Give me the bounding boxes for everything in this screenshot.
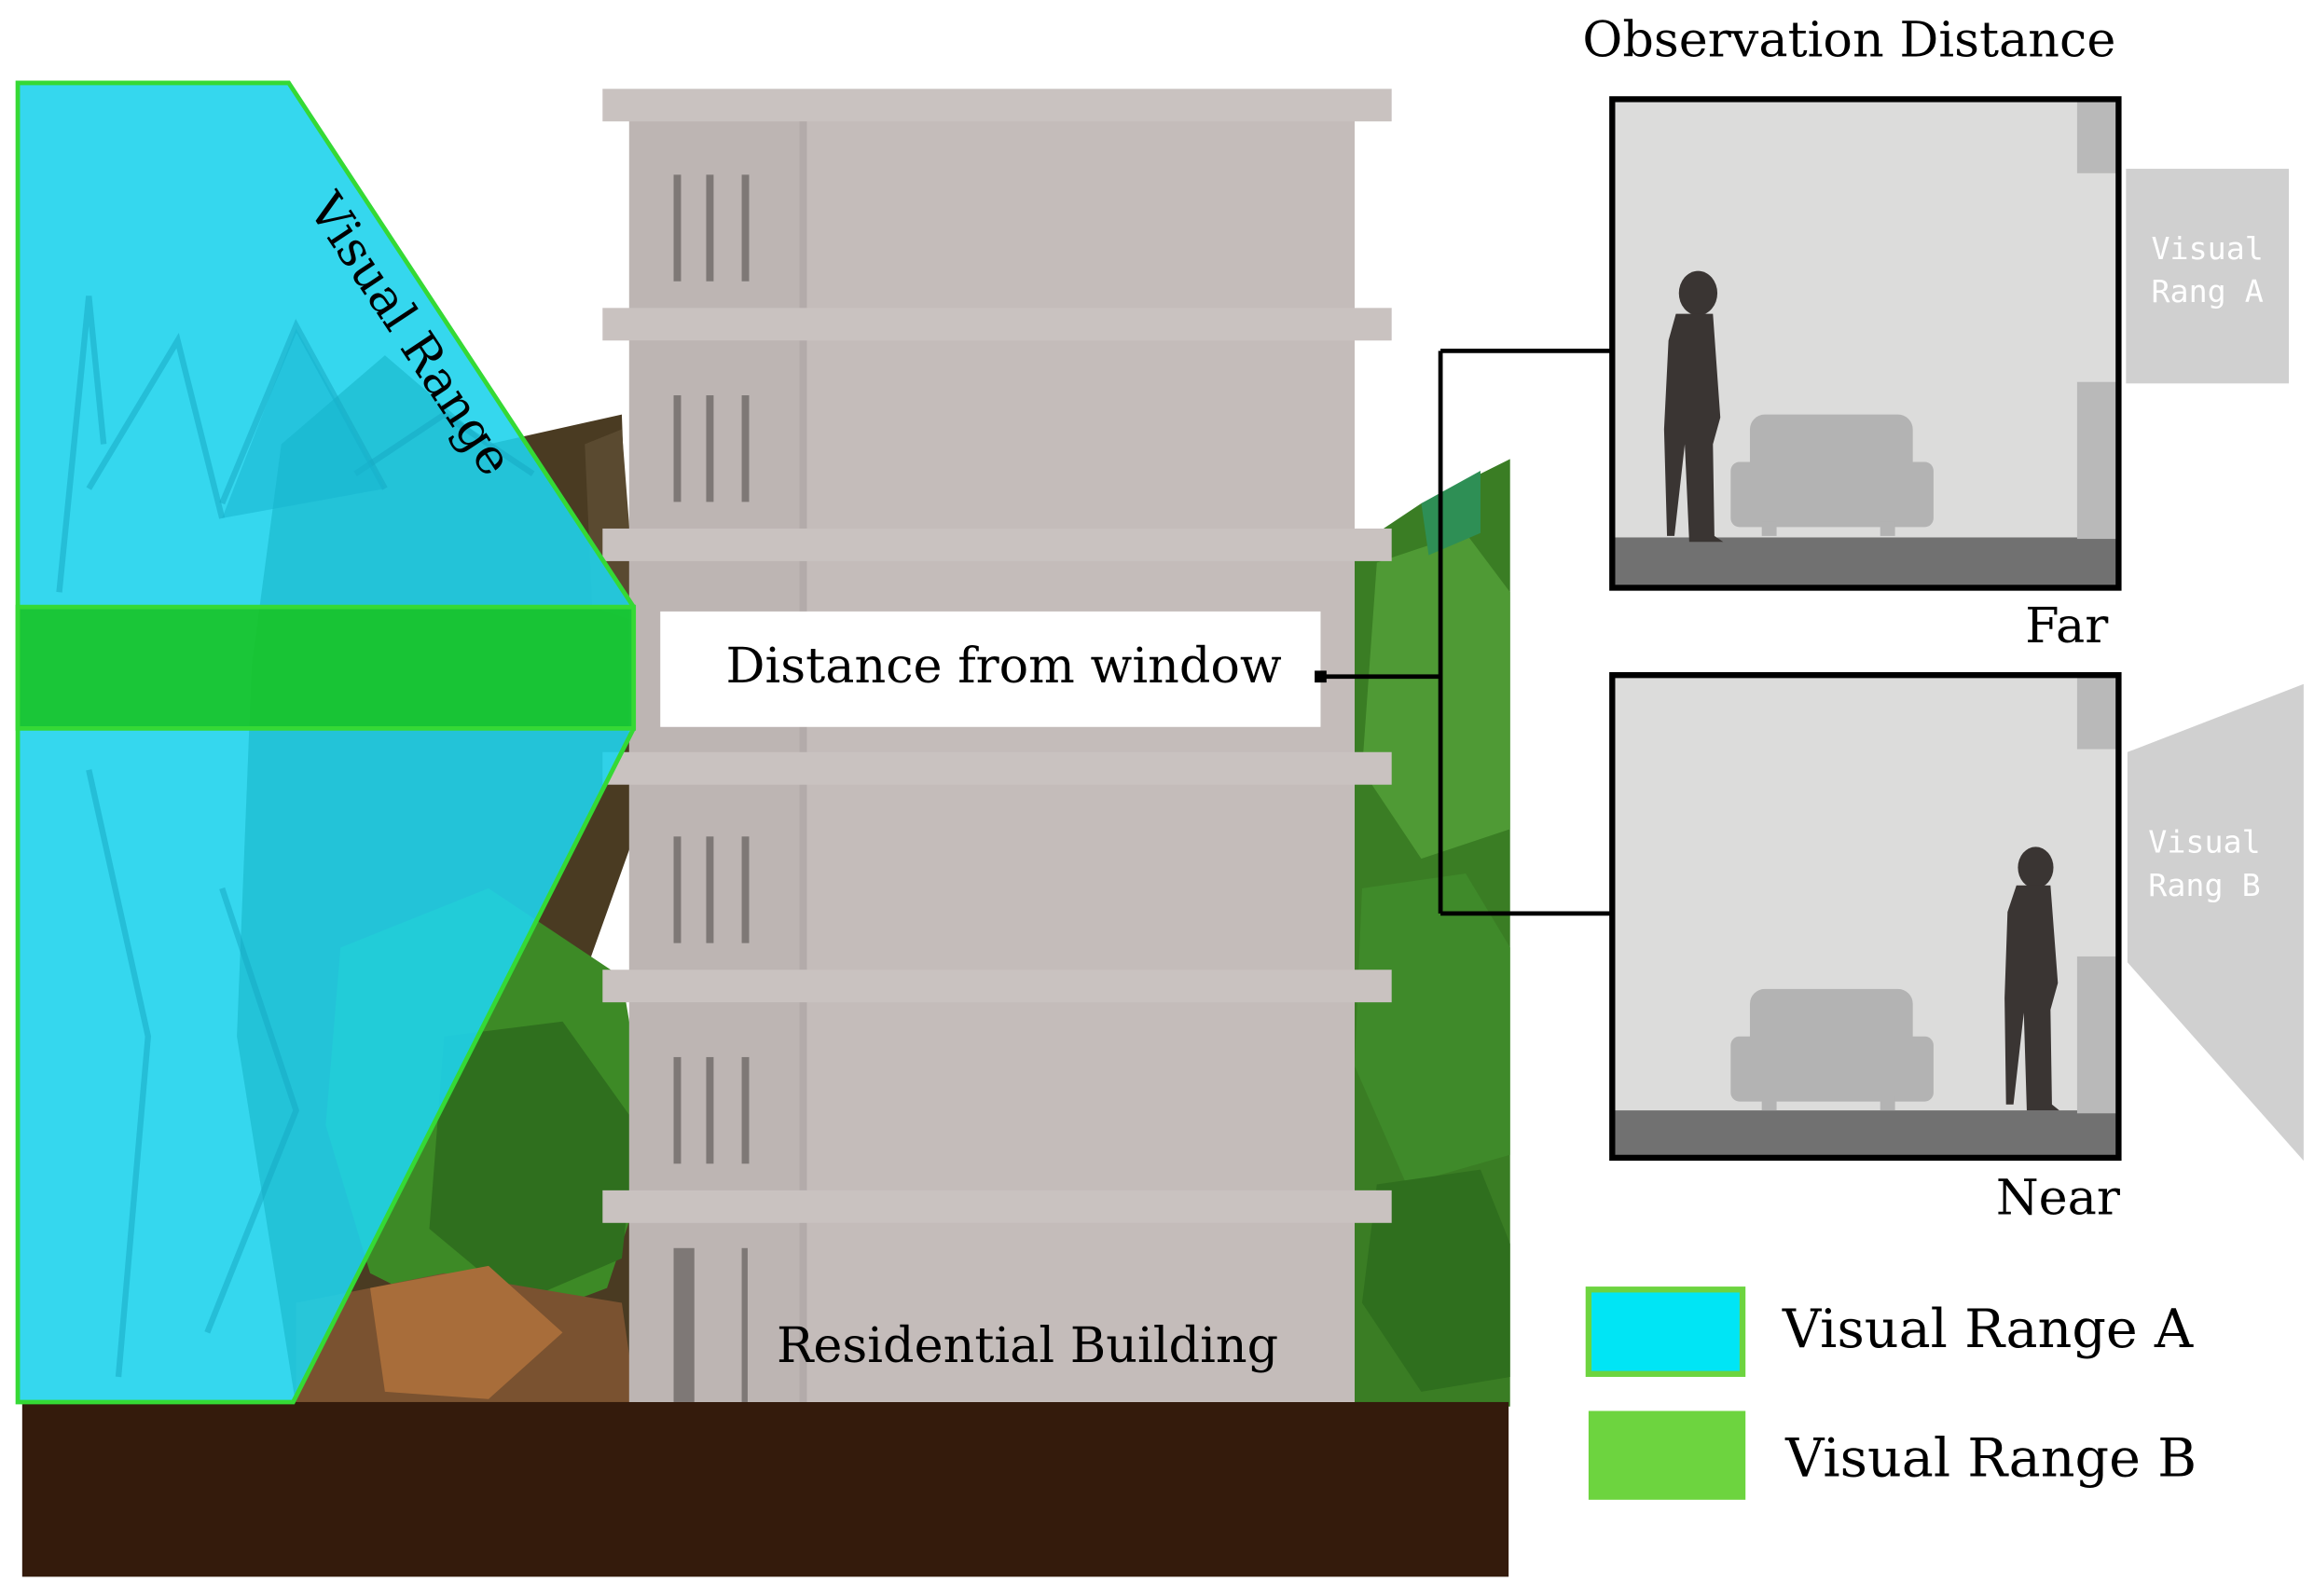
legend-label-b: Visual Range B xyxy=(1784,1427,2197,1489)
visual-range-a-tree-shadows xyxy=(56,296,535,1378)
sofa-icon xyxy=(1730,414,1934,536)
connector-lines xyxy=(1320,349,1613,916)
distance-from-window-label: Distance from window xyxy=(726,638,1282,695)
far-room-panel xyxy=(1609,96,2122,591)
distance-from-window-box xyxy=(660,611,1321,727)
sofa-icon xyxy=(1730,988,1934,1111)
visual-range-a-tree-shape xyxy=(222,328,385,518)
residential-building: Residential Building xyxy=(602,89,1392,1402)
foliage-right xyxy=(1354,459,1510,1407)
visual-rang-b-window-view: Visual Rang B xyxy=(2127,683,2304,1162)
observation-distance-title: Observation Distance xyxy=(1582,11,2115,68)
connector-endpoint xyxy=(1315,670,1327,683)
near-room-panel xyxy=(1609,672,2122,1162)
visual-range-b-area xyxy=(15,604,637,731)
visual-rang-a-line1: Visual xyxy=(2151,230,2263,267)
visual-rang-b-line1: Visual xyxy=(2148,824,2260,860)
near-label: Near xyxy=(1996,1169,2121,1226)
ground xyxy=(21,1401,1509,1577)
residential-building-label: Residential Building xyxy=(777,1317,1278,1374)
legend-swatch-a xyxy=(1585,1286,1746,1377)
legend: Visual Range A Visual Range B xyxy=(1585,1286,2197,1500)
person-silhouette-icon xyxy=(1663,270,1724,543)
legend-swatch-b xyxy=(1588,1410,1746,1500)
person-silhouette-icon xyxy=(2004,846,2059,1111)
visual-rang-b-line2: Rang B xyxy=(2148,867,2260,903)
far-label: Far xyxy=(2025,598,2109,654)
legend-item-visual-range-b: Visual Range B xyxy=(1588,1410,2197,1500)
visual-rang-a-window-view: Visual Rang A xyxy=(2126,169,2290,384)
legend-label-a: Visual Range A xyxy=(1782,1299,2194,1360)
visual-rang-a-line2: Rang A xyxy=(2151,273,2263,310)
legend-item-visual-range-a: Visual Range A xyxy=(1585,1286,2194,1377)
